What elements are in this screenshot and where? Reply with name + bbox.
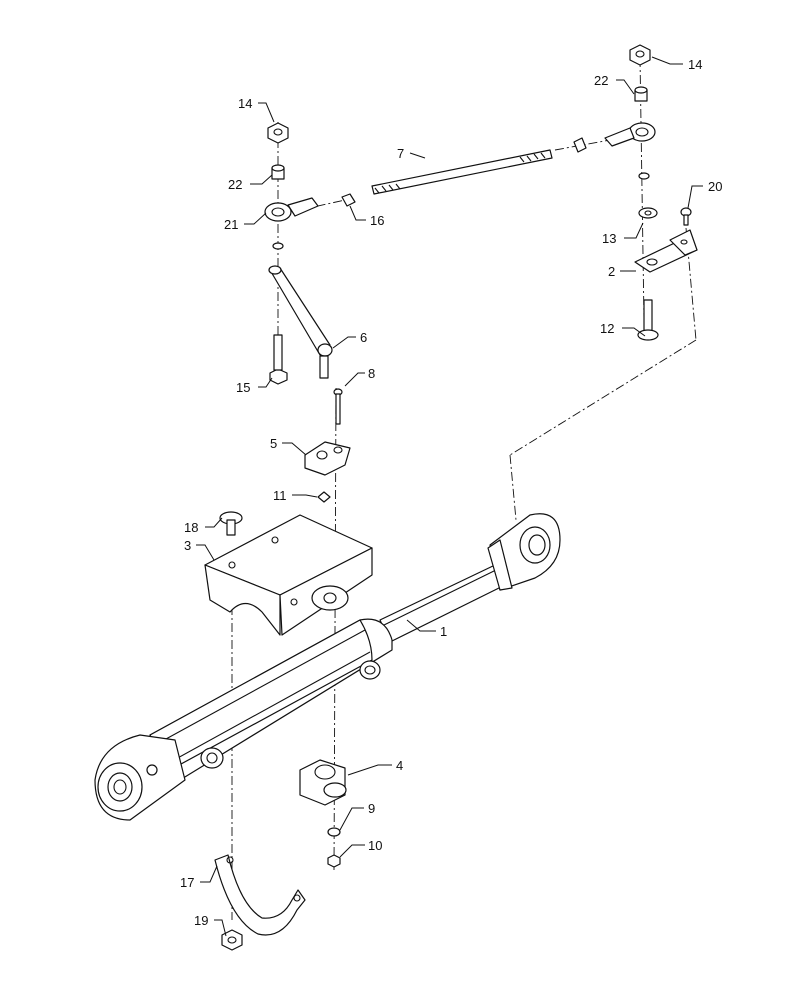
callout-22-right: 22 <box>594 73 608 88</box>
callout-9: 9 <box>368 801 375 816</box>
callout-16: 16 <box>370 213 384 228</box>
bolt-15 <box>269 334 288 385</box>
clip-11 <box>317 491 331 503</box>
hex-nut-right <box>629 44 651 66</box>
hex-nut-bottom <box>221 929 243 951</box>
spacer-right <box>638 172 650 180</box>
mounting-bracket <box>204 514 373 636</box>
sensor-clip <box>299 759 347 806</box>
callout-1: 1 <box>440 624 447 639</box>
nut-10 <box>327 854 341 868</box>
carriage-bolt <box>219 511 243 536</box>
callout-13: 13 <box>602 231 616 246</box>
callout-11: 11 <box>273 488 287 503</box>
callout-5: 5 <box>270 436 277 451</box>
callout-22-left: 22 <box>228 177 242 192</box>
screw-20 <box>680 207 692 226</box>
sleeve-right <box>634 86 648 102</box>
callout-20: 20 <box>708 179 722 194</box>
callout-2: 2 <box>608 264 615 279</box>
callout-labels: 1 2 3 4 5 6 7 8 9 10 11 12 13 14 14 15 1… <box>180 57 722 928</box>
washer-13 <box>638 207 658 219</box>
hex-nut-left <box>267 122 289 144</box>
callout-7: 7 <box>397 146 404 161</box>
jam-nut-right <box>573 137 587 153</box>
angle-bracket-2 <box>634 229 698 273</box>
callout-19: 19 <box>194 913 208 928</box>
callout-12: 12 <box>600 321 614 336</box>
link-arm <box>268 265 333 379</box>
callout-4: 4 <box>396 758 403 773</box>
u-clamp <box>214 854 306 936</box>
callout-17: 17 <box>180 875 194 890</box>
callout-3: 3 <box>184 538 191 553</box>
callout-10: 10 <box>368 838 382 853</box>
sleeve-left <box>271 164 285 180</box>
callout-15: 15 <box>236 380 250 395</box>
callout-14-right: 14 <box>688 57 702 72</box>
jam-nut-16 <box>341 193 356 207</box>
rod-end-right <box>604 122 656 147</box>
spacer-left <box>272 242 284 250</box>
cam-block <box>304 441 351 476</box>
callout-8: 8 <box>368 366 375 381</box>
callout-18: 18 <box>184 520 198 535</box>
leader-lines <box>196 56 703 937</box>
threaded-rod <box>371 149 553 195</box>
callout-21: 21 <box>224 217 238 232</box>
bolt-12 <box>637 299 659 341</box>
callout-6: 6 <box>360 330 367 345</box>
callout-14-left: 14 <box>238 96 252 111</box>
washer-9 <box>327 827 341 837</box>
rod-end-left <box>264 197 319 222</box>
bolt-8 <box>333 388 343 425</box>
hydraulic-cylinder <box>94 513 561 821</box>
